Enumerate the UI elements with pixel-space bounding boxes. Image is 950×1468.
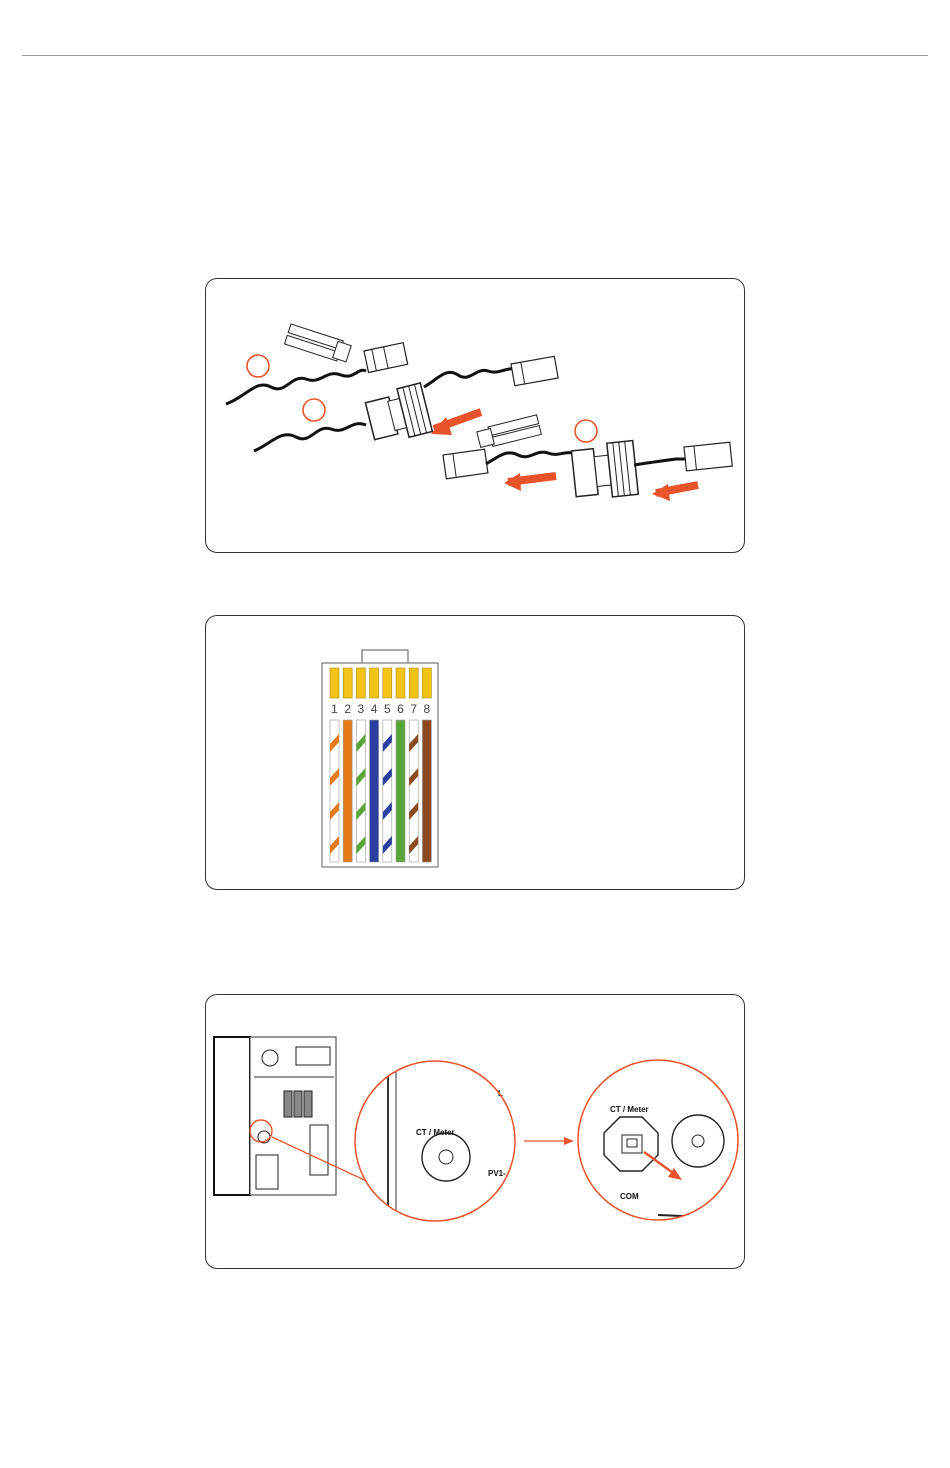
cable-3 [486,452,572,464]
zoom2-port-label: CT / Meter [610,1105,649,1114]
zoom2-com-label: COM [620,1192,639,1201]
step-marker-1 [247,355,269,377]
zoom1-port-label: CT / Meter [416,1128,455,1137]
pin-wire-8 [422,720,431,862]
cable-2 [254,424,366,451]
cable-1 [226,370,366,404]
connector-body [322,663,438,867]
pin-number-3: 3 [358,702,365,716]
rj45-plug-3 [443,449,488,479]
callout-arrowhead-2 [564,1137,574,1145]
step-marker-3 [575,420,597,442]
pin-contact-7 [409,668,418,698]
crimp-tool-2 [476,415,541,449]
cable-gland-2 [571,441,638,501]
zoom-view-1 [346,1055,526,1235]
header-rule [22,55,928,56]
connector-latch [362,650,408,664]
pin-contact-8 [422,668,431,698]
pin-contact-1 [330,668,339,698]
pin-contact-2 [343,668,352,698]
cable-2-tail [424,369,516,387]
pin-number-6: 6 [397,702,404,716]
cable-3-tail [634,459,688,465]
pin-wire-6 [396,720,405,862]
pin-number-1: 1 [331,702,338,716]
zoom-view-2 [576,1055,745,1235]
pin-number-2: 2 [344,702,351,716]
pin-number-7: 7 [410,702,417,716]
cable-assembly-illustration [206,279,745,553]
inverter-side-view [214,1037,336,1195]
pin-contact-6 [396,668,405,698]
pin-contact-4 [370,668,379,698]
cable-gland-1 [364,383,432,446]
rj45-plug-1 [364,343,408,373]
pin-contact-5 [383,668,392,698]
pin-wire-2 [343,720,352,862]
pin-number-8: 8 [424,702,431,716]
arrow-head-3 [652,484,670,501]
port-location-illustration: CT / Meter PV1- L CT / Meter COM [206,995,745,1269]
rj45-plug-2 [511,356,558,385]
pin-wire-4 [370,720,379,862]
crimp-tool-1 [285,324,352,364]
step-marker-2 [303,399,325,421]
rj45-plug-4 [684,442,732,471]
figure-ct-meter-port: CT / Meter PV1- L CT / Meter COM [205,994,745,1269]
figure-cable-gland-assembly [205,278,745,553]
dc-switch-icon [262,1050,278,1066]
zoom1-neighbor-label: PV1- [488,1169,506,1178]
pin-contact-3 [356,668,365,698]
pin-number-4: 4 [371,702,378,716]
arrow-head-2 [504,473,521,491]
pin-number-5: 5 [384,702,391,716]
